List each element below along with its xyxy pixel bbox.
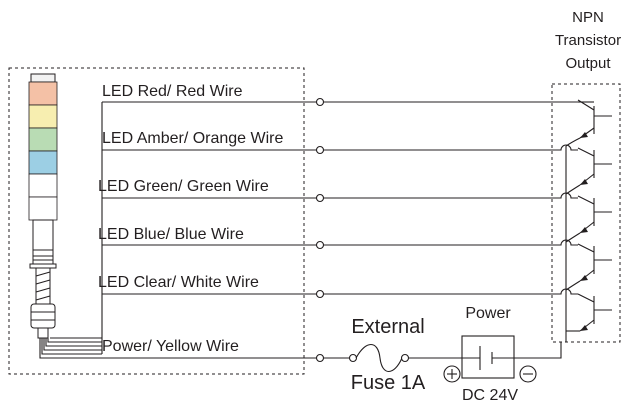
npn-transistor-2 — [565, 147, 612, 195]
wire-label-blue: LED Blue/ Blue Wire — [98, 226, 244, 243]
signal-tower — [28, 73, 58, 339]
plus-symbol — [443, 365, 461, 383]
npn-transistor-1 — [565, 99, 612, 147]
minus-symbol — [519, 365, 537, 383]
npn-transistor-5 — [566, 293, 612, 332]
fuse-terminal-right — [400, 353, 410, 363]
tower-segment-blue — [28, 150, 58, 175]
npn-transistor-4 — [565, 243, 612, 291]
wire-label-power: Power/ Yellow Wire — [102, 338, 239, 355]
terminal-clear — [315, 289, 325, 299]
terminal-green — [315, 193, 325, 203]
wire-label-amber: LED Amber/ Orange Wire — [102, 130, 284, 147]
terminal-amber — [315, 145, 325, 155]
fuse-symbol — [355, 343, 403, 373]
external-label: External — [351, 316, 424, 338]
power-label: Power — [465, 305, 511, 322]
fuse-terminal-left — [348, 353, 358, 363]
wire-label-clear: LED Clear/ White Wire — [98, 274, 259, 291]
terminal-blue — [315, 240, 325, 250]
cable-bundle — [39, 101, 318, 359]
output-title-line1: NPN — [572, 9, 604, 26]
wire-label-red: LED Red/ Red Wire — [102, 83, 243, 100]
tower-segment-red — [28, 81, 58, 106]
npn-output-enclosure — [551, 83, 621, 343]
tower-segment-green — [28, 127, 58, 152]
fuse-label: Fuse 1A — [351, 372, 426, 394]
tower-segment-clear-2 — [28, 196, 58, 221]
tower-segment-clear-1 — [28, 173, 58, 198]
dc-power-source — [461, 335, 515, 379]
terminal-power — [315, 353, 325, 363]
voltage-label: DC 24V — [462, 387, 518, 404]
signal-wires — [322, 101, 578, 295]
output-title-line3: Output — [565, 55, 611, 72]
terminal-red — [315, 97, 325, 107]
tower-cable-gland — [30, 303, 56, 329]
tower-base — [32, 219, 54, 265]
wire-label-green: LED Green/ Green Wire — [98, 178, 269, 195]
tower-segment-amber — [28, 104, 58, 129]
output-title-line2: Transistor — [555, 32, 621, 49]
npn-transistor-3 — [565, 195, 612, 243]
